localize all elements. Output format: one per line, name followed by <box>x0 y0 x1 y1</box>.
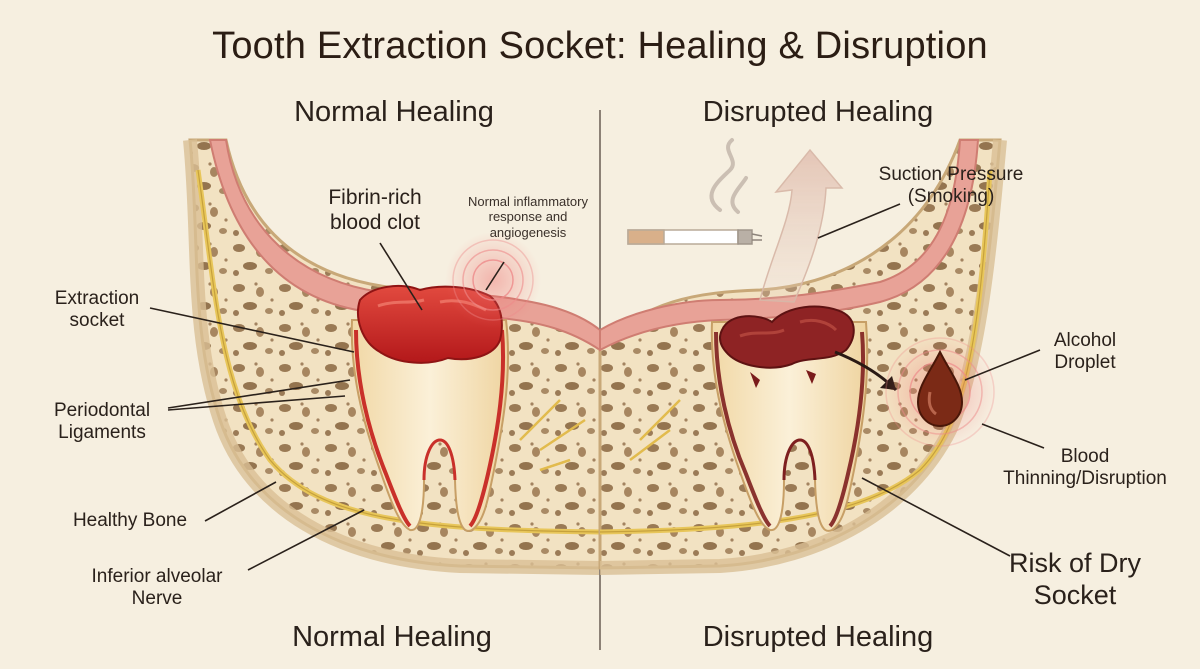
label-healthy-bone: Healthy Bone <box>72 510 188 531</box>
page-title: Tooth Extraction Socket: Healing & Disru… <box>212 25 988 67</box>
cigarette-icon <box>627 229 763 245</box>
panel-title-normal-bottom: Normal Healing <box>292 621 492 653</box>
panel-title-disrupted-top: Disrupted Healing <box>702 96 934 128</box>
panel-title-disrupted-bottom: Disrupted Healing <box>702 621 934 653</box>
right-gum <box>599 139 980 352</box>
right-jaw <box>539 138 1007 575</box>
label-suction-pressure: Suction Pressure (Smoking) <box>878 164 1024 208</box>
label-inferior-alveolar-nerve: Inferior alveolar Nerve <box>91 566 223 610</box>
label-blood-clot: Fibrin-rich blood clot <box>328 186 422 234</box>
label-risk-dry-socket: Risk of Dry Socket <box>1008 548 1141 610</box>
left-jaw-cortex <box>183 139 601 575</box>
label-inflammatory-response: Normal inflammatory response and angioge… <box>468 194 588 240</box>
smoke-icon <box>709 138 748 214</box>
label-alcohol-droplet: Alcohol Droplet <box>1053 330 1117 374</box>
panel-title-normal-top: Normal Healing <box>294 96 494 128</box>
label-periodontal-ligaments: Periodontal Ligaments <box>53 400 151 444</box>
left-jaw <box>183 138 602 575</box>
suction-arrow-icon <box>759 148 844 303</box>
leader-lines <box>149 203 1045 571</box>
label-blood-thinning: Blood Thinning/Disruption <box>1003 446 1167 490</box>
label-extraction-socket: Extraction socket <box>54 288 140 332</box>
